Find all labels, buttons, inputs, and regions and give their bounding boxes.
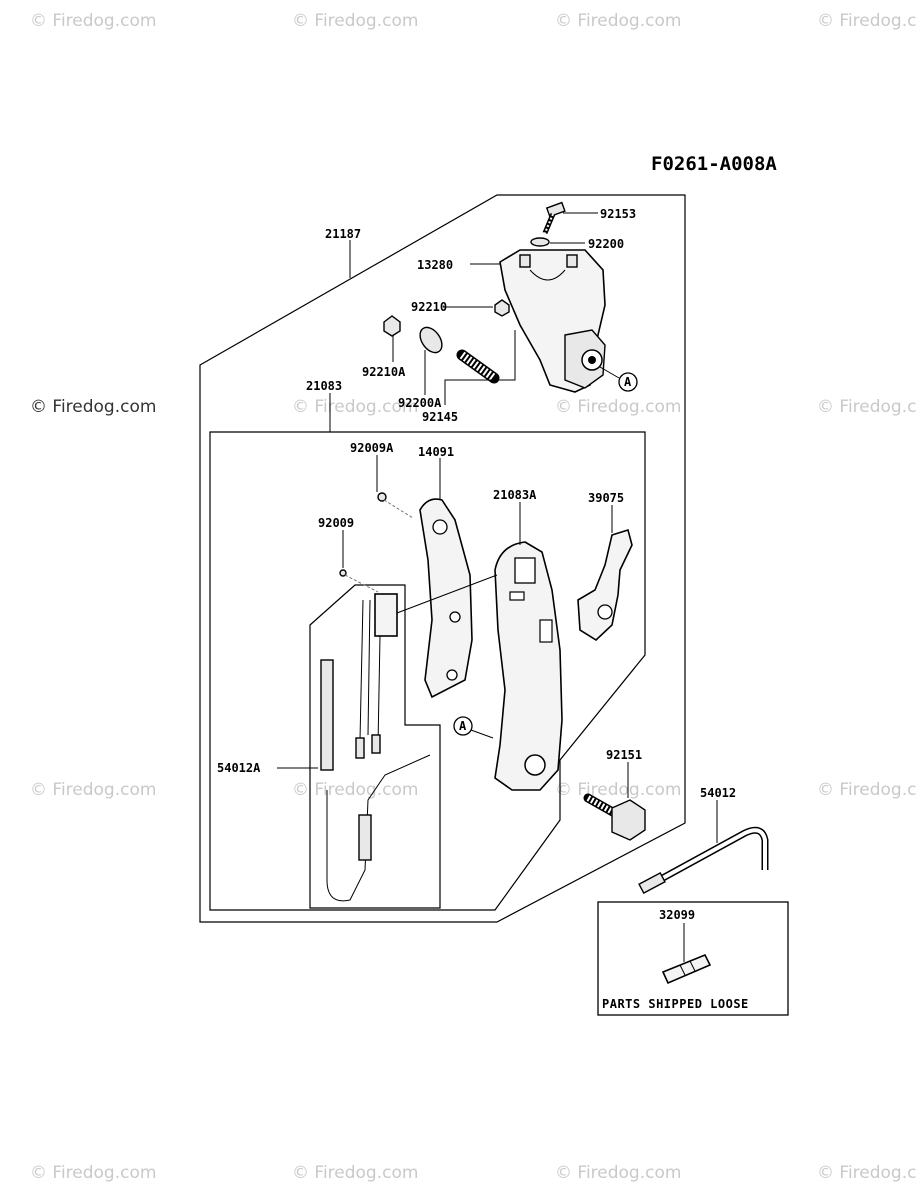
watermark: © Firedog.com [817, 780, 917, 800]
part-labels: 92153 92200 13280 21187 92210 92210A 922… [217, 207, 736, 922]
screw-92009A [377, 492, 387, 502]
guide-line [396, 574, 498, 614]
part-label: 92145 [422, 410, 458, 424]
watermark: © Firedog.com [292, 11, 418, 31]
spring-92145 [456, 349, 500, 384]
diagram-code: F0261-A008A [651, 153, 777, 175]
part-label: 54012 [700, 786, 736, 800]
nut-92210 [494, 299, 510, 317]
part-label: 54012A [217, 761, 261, 775]
callout-a-upper: A [599, 366, 638, 392]
bolt-92153 [542, 201, 566, 234]
knob-92151 [583, 793, 646, 841]
watermark: © Firedog.com [30, 1163, 156, 1183]
watermark: © Firedog.com [555, 1163, 681, 1183]
watermark: © Firedog.com [30, 11, 156, 31]
watermark: © Firedog.com [817, 397, 917, 417]
part-label: 32099 [659, 908, 695, 922]
part-label: 21083A [493, 488, 537, 502]
part-label: 92200 [588, 237, 624, 251]
watermark: © Firedog.com [555, 397, 681, 417]
watermark: © Firedog.com [292, 397, 418, 417]
part-label: 92210A [362, 365, 406, 379]
washer-92200 [530, 237, 550, 247]
lever-39075 [577, 528, 633, 642]
cable-54012 [638, 826, 769, 894]
part-label: 92151 [606, 748, 642, 762]
watermark: © Firedog.com [817, 11, 917, 31]
part-label: 92009 [318, 516, 354, 530]
watermark: © Firedog.com [555, 11, 681, 31]
handle-21083A [494, 541, 563, 791]
part-label: 21083 [306, 379, 342, 393]
watermark: © Firedog.com [30, 397, 156, 417]
part-label: 92210 [411, 300, 447, 314]
part-label: 21187 [325, 227, 361, 241]
part-label: 14091 [418, 445, 454, 459]
part-label: 92153 [600, 207, 636, 221]
loose-parts-box [597, 901, 789, 1016]
watermark: © Firedog.com [555, 780, 681, 800]
watermarks: © Firedog.com © Firedog.com © Firedog.co… [30, 11, 917, 1183]
loose-parts-caption: PARTS SHIPPED LOOSE [602, 997, 749, 1011]
watermark: © Firedog.com [292, 780, 418, 800]
assembly-frame-21083 [209, 431, 646, 911]
callout-a-lower: A [453, 716, 494, 739]
watermark: © Firedog.com [817, 1163, 917, 1183]
part-label: 92200A [398, 396, 442, 410]
part-label: 92009A [350, 441, 394, 455]
bracket-13280 [499, 249, 606, 393]
part-label: 13280 [417, 258, 453, 272]
assembly-frame-21187 [199, 194, 686, 923]
leader-lines [277, 212, 718, 962]
guide-line [383, 499, 414, 519]
screw-92009 [339, 569, 347, 577]
washer-92200A [419, 326, 443, 354]
svg-text:A: A [459, 719, 467, 733]
watermark: © Firedog.com [30, 780, 156, 800]
nut-92210A [383, 315, 401, 337]
plate-14091 [419, 498, 473, 699]
cable-54012A [320, 659, 431, 902]
part-label: 39075 [588, 491, 624, 505]
svg-text:A: A [624, 375, 632, 389]
clip-32099 [661, 953, 712, 985]
switch-assembly [355, 593, 398, 759]
watermark: © Firedog.com [292, 1163, 418, 1183]
guide-line [344, 574, 379, 593]
